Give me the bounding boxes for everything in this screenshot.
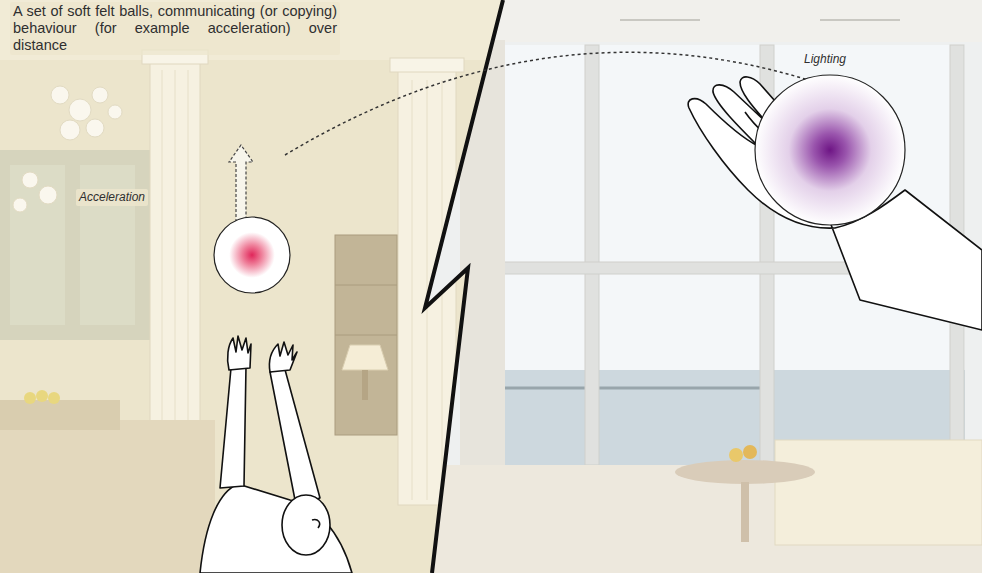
sofa xyxy=(0,420,215,573)
cabinet-part xyxy=(335,285,397,286)
column xyxy=(142,50,208,485)
cabinet-part xyxy=(335,335,397,336)
chandelier-part xyxy=(13,198,27,212)
chandelier-part xyxy=(92,87,108,103)
feedback-label: Lighting xyxy=(801,51,849,68)
fruit-bowl-part xyxy=(24,392,36,404)
person-figure-part xyxy=(312,520,320,528)
person-figure-part xyxy=(220,366,246,488)
ceiling xyxy=(0,0,510,60)
wall xyxy=(420,0,982,573)
chandelier-part xyxy=(108,105,122,119)
table xyxy=(675,445,815,542)
lamp-part xyxy=(362,370,368,400)
curtain xyxy=(460,40,505,480)
table-part xyxy=(741,482,749,542)
cabinet-part xyxy=(335,235,397,435)
fruit-bowl-part xyxy=(48,392,60,404)
chandelier-part xyxy=(69,99,91,121)
table xyxy=(0,400,120,430)
chandelier-part xyxy=(51,86,69,104)
window xyxy=(0,150,150,340)
ceiling xyxy=(420,0,982,42)
column-part xyxy=(175,70,176,480)
chandelier-part xyxy=(86,119,104,137)
motion-label: Acceleration xyxy=(76,189,148,206)
lamp-part xyxy=(342,345,388,370)
felt-ball xyxy=(214,217,290,293)
column-part xyxy=(188,70,189,480)
table-part xyxy=(729,448,743,462)
bridge xyxy=(505,387,770,390)
sofa xyxy=(775,440,982,545)
column-part xyxy=(427,80,428,500)
fruit-bowl xyxy=(24,390,60,404)
vent xyxy=(620,19,700,21)
table-part xyxy=(743,445,757,459)
window-frame-part xyxy=(585,45,599,465)
chandelier-part xyxy=(39,186,57,204)
table-part xyxy=(675,460,815,484)
fruit-bowl-part xyxy=(36,390,48,402)
vent xyxy=(820,19,900,21)
window-pane xyxy=(10,165,65,325)
person-figure-part xyxy=(228,336,251,370)
right-room xyxy=(420,0,982,573)
person-figure-part xyxy=(200,484,352,573)
chandelier-part xyxy=(60,120,80,140)
person-figure-part xyxy=(270,366,320,505)
lamp xyxy=(342,345,388,400)
scene-divider xyxy=(425,0,503,573)
column-part xyxy=(412,80,413,500)
person-figure-part xyxy=(282,495,330,555)
column-part xyxy=(162,70,163,480)
description-note: A set of soft felt balls, communicating … xyxy=(10,2,340,55)
felt-ball xyxy=(755,75,905,225)
person-figure-part xyxy=(269,342,297,372)
chandelier-part xyxy=(22,172,38,188)
cabinet xyxy=(335,235,397,435)
person-figure xyxy=(200,336,352,573)
column-part xyxy=(390,58,464,72)
